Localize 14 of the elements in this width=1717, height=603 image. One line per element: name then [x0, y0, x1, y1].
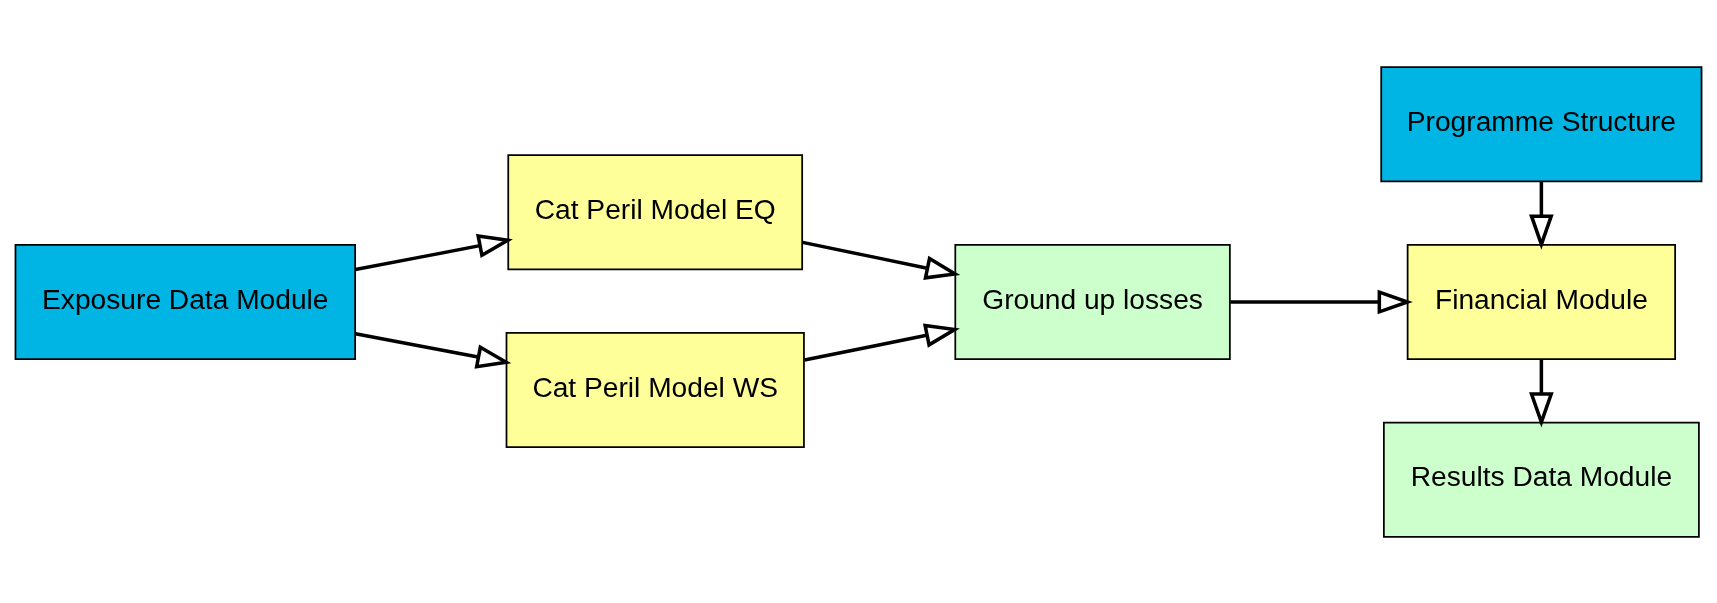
node-box: Ground up losses	[954, 243, 1231, 360]
node-box: Cat Peril Model EQ	[507, 153, 804, 270]
node-box: Cat Peril Model WS	[505, 331, 805, 448]
node-box: Financial Module	[1406, 243, 1677, 360]
arrow	[1230, 289, 1413, 314]
arrow	[1529, 358, 1554, 427]
node-box: Results Data Module	[1382, 421, 1700, 538]
node-box: Exposure Data Module	[14, 243, 356, 360]
arrow	[802, 240, 961, 280]
arrow	[1529, 181, 1554, 250]
arrow	[355, 233, 513, 271]
arrow	[355, 331, 512, 369]
node-box: Programme Structure	[1380, 65, 1703, 182]
arrow	[804, 322, 960, 362]
